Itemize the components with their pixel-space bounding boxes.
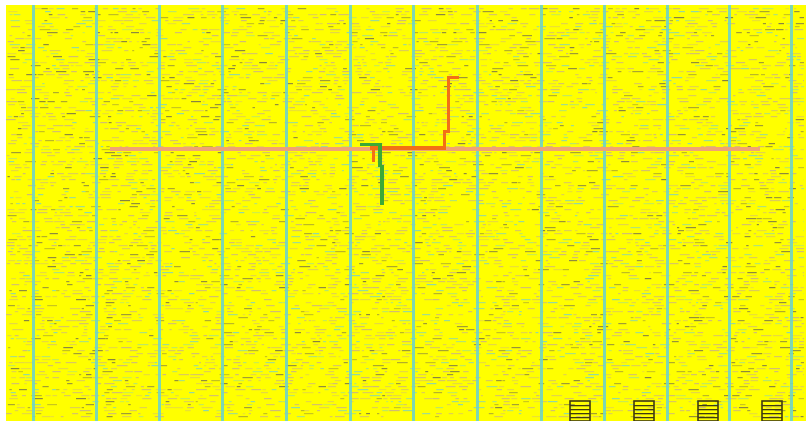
macro-stripe (634, 413, 654, 415)
macro-stripe (762, 409, 782, 411)
macro-blocks (569, 400, 783, 421)
macro-outline (761, 400, 783, 421)
macro-stripe (698, 413, 718, 415)
macro-stripe (570, 405, 590, 407)
macro-stripe (634, 409, 654, 411)
net-segment (370, 146, 446, 150)
macro-block-icon (761, 400, 783, 421)
net-segment (447, 77, 450, 133)
macro-stripe (762, 413, 782, 415)
macro-stripe (698, 405, 718, 407)
power-rail (476, 5, 479, 421)
power-rail (221, 5, 224, 421)
net-segment (360, 143, 380, 146)
power-rail (158, 5, 161, 421)
power-rail (349, 5, 352, 421)
macro-stripe (698, 417, 718, 419)
power-rail (540, 5, 543, 421)
macro-stripe (762, 417, 782, 419)
macro-stripe (698, 409, 718, 411)
macro-stripe (762, 405, 782, 407)
net-segment (443, 130, 446, 148)
macro-outline (633, 400, 655, 421)
macro-stripe (570, 413, 590, 415)
highlighted-net-orange (110, 76, 760, 162)
power-rail (32, 5, 35, 421)
power-rail (603, 5, 606, 421)
power-rail (790, 5, 793, 421)
power-rail (285, 5, 288, 421)
highlighted-net-green (360, 143, 384, 205)
net-segment (380, 165, 384, 205)
power-rail (728, 5, 731, 421)
net-segment (372, 150, 375, 162)
net-segment (378, 143, 382, 167)
macro-block-icon (697, 400, 719, 421)
macro-block-icon (633, 400, 655, 421)
macro-stripe (634, 417, 654, 419)
macro-outline (697, 400, 719, 421)
macro-stripe (570, 409, 590, 411)
macro-stripe (634, 405, 654, 407)
macro-block-icon (569, 400, 591, 421)
net-segment (444, 130, 450, 133)
macro-outline (569, 400, 591, 421)
macro-stripe (570, 417, 590, 419)
net-segment (447, 76, 459, 79)
power-rail (412, 5, 415, 421)
vertical-power-rails (32, 5, 793, 421)
power-rail (666, 5, 669, 421)
power-rail (95, 5, 98, 421)
